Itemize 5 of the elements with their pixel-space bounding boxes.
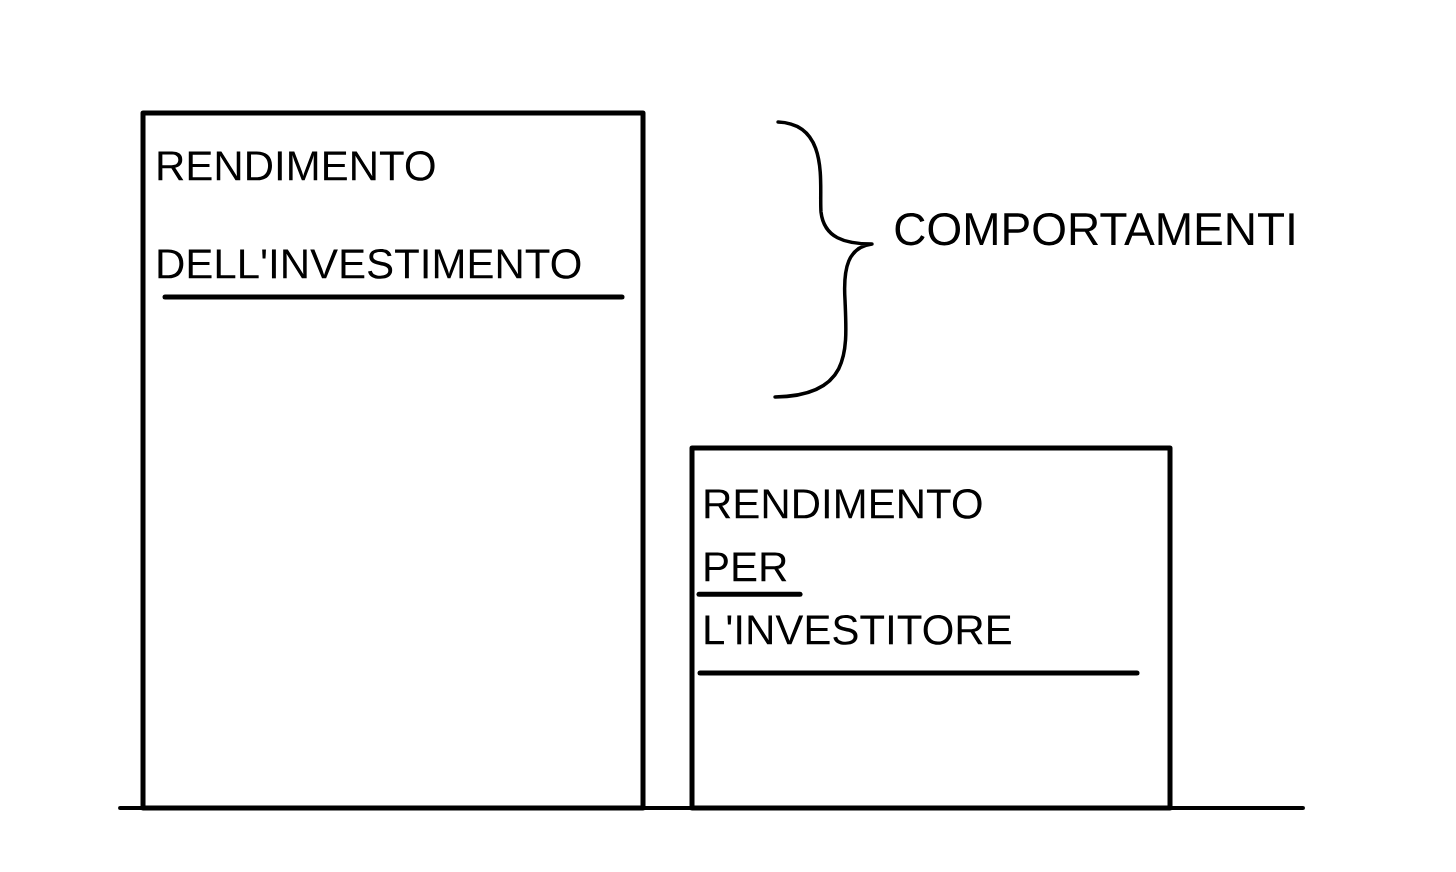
bar	[140, 110, 646, 811]
bracket-label: COMPORTAMENTI	[895, 212, 1294, 246]
bar-label: RENDIMENTO DELL'INVESTIMENTO	[158, 151, 581, 279]
bar-label: RENDIMENTO PER L'INVESTITORE	[696, 489, 1011, 645]
bar	[689, 445, 1173, 811]
